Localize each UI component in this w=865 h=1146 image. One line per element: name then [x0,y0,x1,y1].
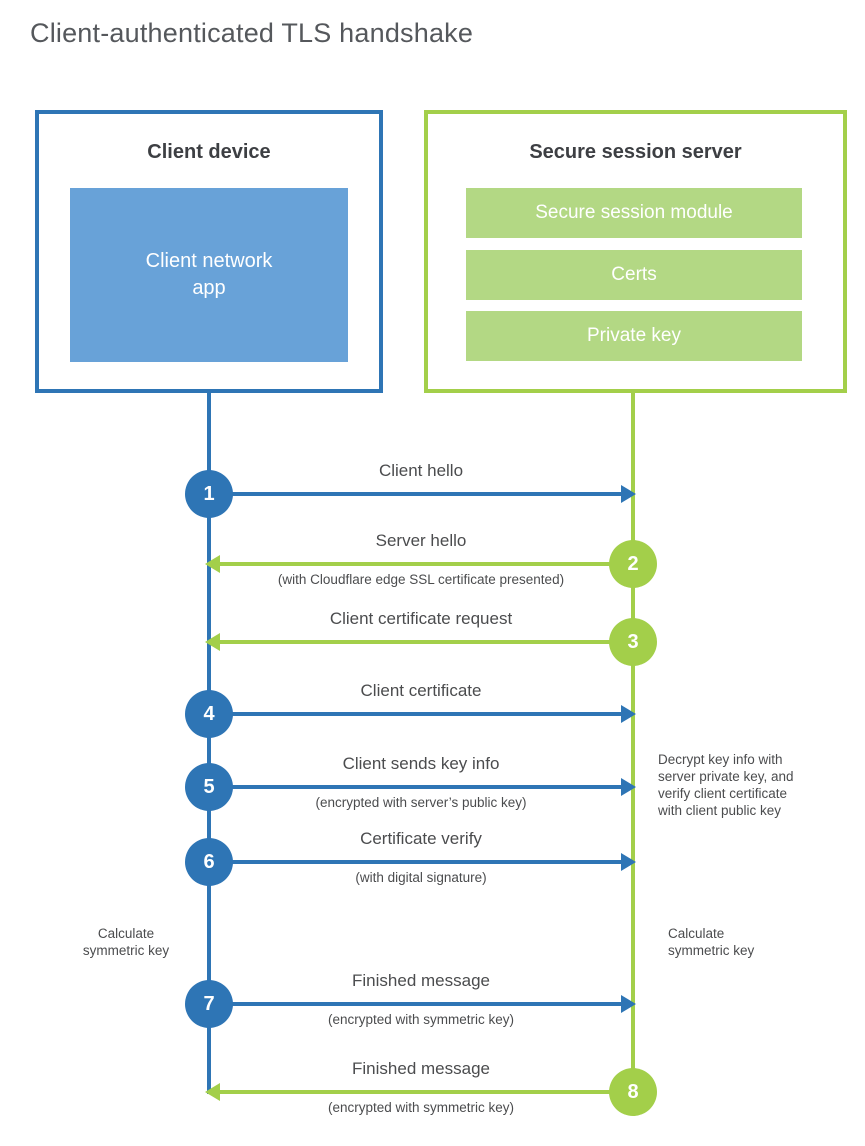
step-3-label: Client certificate request [329,609,513,628]
calc-client-line-1: Calculate [97,926,155,941]
step-2-sublabel: (with Cloudflare edge SSL certificate pr… [277,572,565,587]
private-key-bar: Private key [466,311,802,361]
calc-server-line-2: symmetric key [668,943,755,958]
step-1-arrowhead-right-icon [621,485,636,503]
server-decrypt-note: Decrypt key info with server private key… [658,751,838,819]
step-3-arrow-line [220,640,633,644]
step-6-badge: 6 [185,838,233,886]
step-1-arrow-line [209,492,621,496]
step-6-arrow-line [209,860,621,864]
step-7-sublabel: (encrypted with symmetric key) [327,1012,515,1027]
step-7-label: Finished message [352,971,490,990]
step-1-label: Client hello [378,461,464,480]
step-5-badge: 5 [185,763,233,811]
step-7-arrow-line [209,1002,621,1006]
calc-client-line-2: symmetric key [82,943,170,958]
client-app-line-2: app [192,277,226,299]
certs-bar: Certs [466,250,802,300]
server-lifeline [631,389,635,1092]
step-8-label: Finished message [352,1059,490,1078]
step-5-label: Client sends key info [342,754,500,773]
client-device-title: Client device [147,141,271,163]
calc-symmetric-key-note-client: Calculate symmetric key [70,925,182,959]
step-7-badge: 7 [185,980,233,1028]
server-decrypt-note-line-2: server private key, and [658,769,794,784]
client-lifeline [207,389,211,1094]
step-8-sublabel: (encrypted with symmetric key) [327,1100,515,1115]
step-4-badge: 4 [185,690,233,738]
step-3-badge: 3 [609,618,657,666]
client-network-app-box: Client network app [70,188,348,362]
page-title: Client-authenticated TLS handshake [30,18,474,48]
step-8-badge: 8 [609,1068,657,1116]
step-2-badge: 2 [609,540,657,588]
step-7-arrowhead-right-icon [621,995,636,1013]
step-8-arrow-line [220,1090,633,1094]
calc-server-line-1: Calculate [668,926,725,941]
secure-session-server-title: Secure session server [529,141,742,163]
client-app-line-1: Client network [145,250,273,272]
step-5-sublabel: (encrypted with server’s public key) [315,795,527,810]
step-2-arrowhead-left-icon [205,555,220,573]
step-4-arrow-line [209,712,621,716]
step-5-arrow-line [209,785,621,789]
step-4-arrowhead-right-icon [621,705,636,723]
server-decrypt-note-line-3: verify client certificate [658,786,788,801]
step-6-label: Certificate verify [360,829,482,848]
step-6-sublabel: (with digital signature) [355,870,487,885]
secure-session-module-bar: Secure session module [466,188,802,238]
step-1-badge: 1 [185,470,233,518]
step-3-arrowhead-left-icon [205,633,220,651]
step-5-arrowhead-right-icon [621,778,636,796]
step-8-arrowhead-left-icon [205,1083,220,1101]
step-4-label: Client certificate [360,681,482,700]
calc-symmetric-key-note-server: Calculate symmetric key [668,925,788,959]
server-decrypt-note-line-4: with client public key [658,803,782,818]
step-6-arrowhead-right-icon [621,853,636,871]
step-2-arrow-line [220,562,633,566]
step-2-label: Server hello [375,531,467,550]
server-decrypt-note-line-1: Decrypt key info with [658,752,783,767]
